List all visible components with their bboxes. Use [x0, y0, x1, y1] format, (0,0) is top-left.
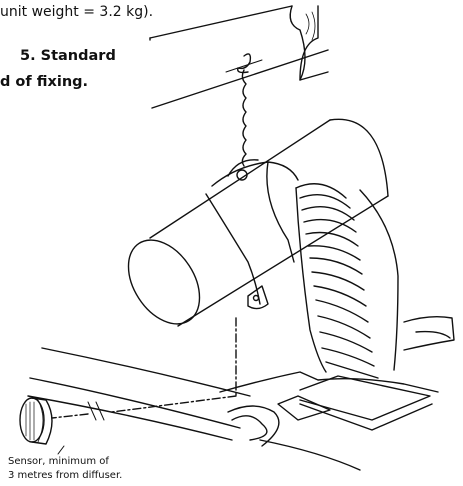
suspension-wire: [225, 53, 263, 167]
diffuser-cylinder: [127, 118, 389, 327]
sensor-note-line-2: 3 metres from diffuser.: [8, 470, 123, 481]
sensor-note: Sensor, minimum of 3 metres from diffuse…: [8, 455, 122, 483]
heading-line-1: 5. Standard: [20, 48, 116, 64]
heading-line-2: d of fixing.: [0, 74, 89, 90]
sensor: [19, 397, 65, 455]
distance-guide-line: [51, 317, 237, 419]
mounting-clamp: [205, 159, 299, 310]
break-mark: [87, 401, 105, 421]
sensor-note-line-1: Sensor, minimum of: [8, 456, 109, 467]
ceiling-tile: [27, 315, 455, 471]
weight-caption: unit weight = 3.2 kg).: [0, 4, 154, 20]
flexible-duct: [295, 183, 399, 379]
ceiling-beam: [149, 5, 329, 109]
